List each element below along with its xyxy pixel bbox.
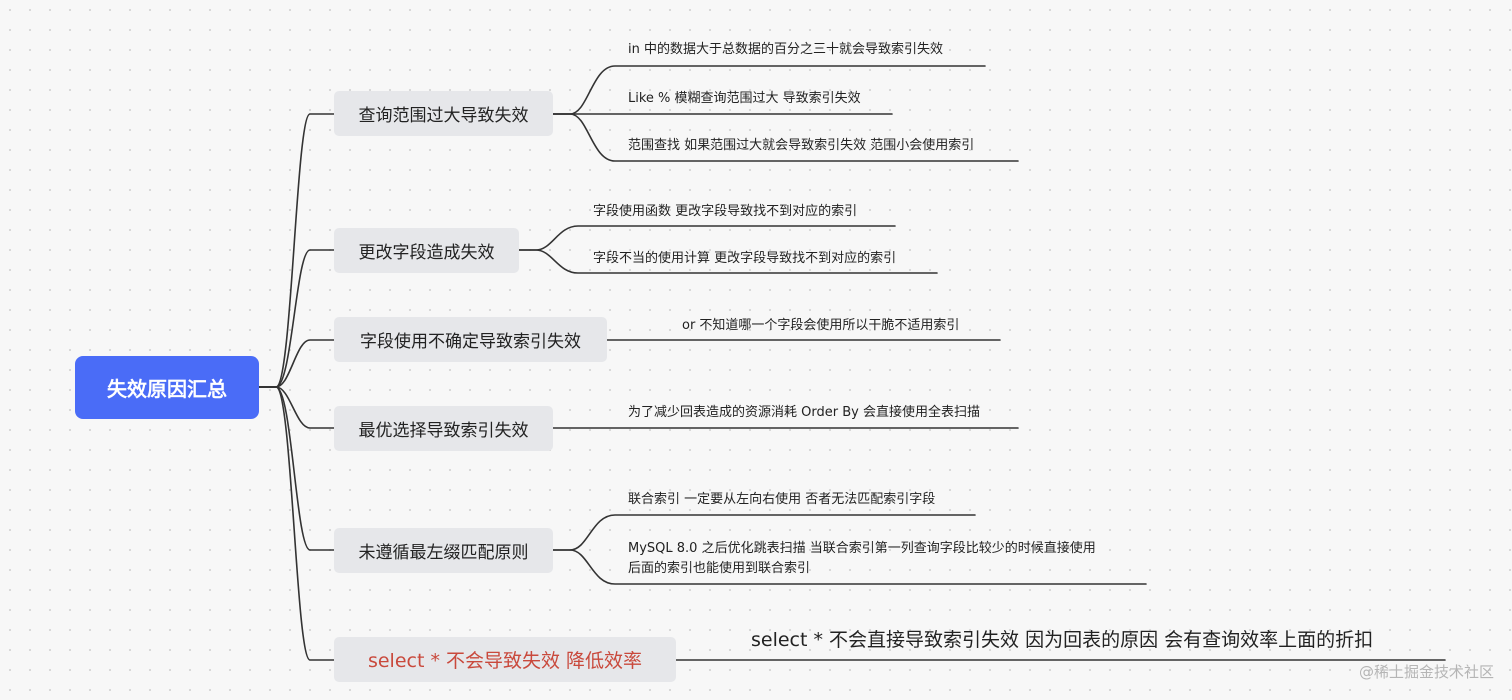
branch-node-query-range[interactable]: 查询范围过大导致失效: [334, 91, 553, 136]
leaf-text: 字段使用函数 更改字段导致找不到对应的索引: [593, 204, 858, 219]
connector-root-branch-5: [258, 386, 335, 551]
connector-b1-leaf-3: [552, 113, 1019, 162]
leaf-composite-index-order[interactable]: 联合索引 一定要从左向右使用 否者无法匹配索引字段: [628, 490, 935, 510]
watermark: @稀土掘金技术社区: [1358, 663, 1494, 681]
leaf-mysql8-skip-scan[interactable]: MySQL 8.0 之后优化跳表扫描 当联合索引第一列查询字段比较少的时候直接使…: [628, 539, 1096, 579]
leaf-in-clause[interactable]: in 中的数据大于总数据的百分之三十就会导致索引失效: [628, 40, 943, 60]
leaf-text: 字段不当的使用计算 更改字段导致找不到对应的索引: [593, 251, 897, 266]
leaf-text: or 不知道哪一个字段会使用所以干脆不适用索引: [682, 318, 960, 333]
root-node[interactable]: 失效原因汇总: [75, 356, 259, 419]
branch-label: 未遵循最左缀匹配原则: [358, 543, 529, 563]
connector-b2-leaf-1: [518, 225, 896, 251]
connector-root-branch-2: [258, 249, 335, 388]
branch-label: 最优选择导致索引失效: [358, 421, 529, 441]
leaf-text: 范围查找 如果范围过大就会导致索引失效 范围小会使用索引: [628, 138, 975, 153]
branch-node-leftmost-prefix[interactable]: 未遵循最左缀匹配原则: [334, 528, 553, 573]
leaf-text: 为了减少回表造成的资源消耗 Order By 会直接使用全表扫描: [628, 405, 980, 420]
branch-label: 字段使用不确定导致索引失效: [360, 332, 581, 352]
root-label: 失效原因汇总: [107, 377, 227, 401]
leaf-text: Like % 模糊查询范围过大 导致索引失效: [628, 91, 861, 106]
leaf-text: 联合索引 一定要从左向右使用 否者无法匹配索引字段: [628, 492, 936, 507]
branch-label: 查询范围过大导致失效: [358, 106, 529, 126]
branch-node-uncertain-field[interactable]: 字段使用不确定导致索引失效: [334, 317, 607, 362]
leaf-like-fuzzy[interactable]: Like % 模糊查询范围过大 导致索引失效: [628, 89, 861, 109]
connector-b5-leaf-2: [552, 549, 1147, 585]
leaf-field-function[interactable]: 字段使用函数 更改字段导致找不到对应的索引: [593, 202, 857, 222]
leaf-text: in 中的数据大于总数据的百分之三十就会导致索引失效: [628, 42, 943, 57]
leaf-range-search[interactable]: 范围查找 如果范围过大就会导致索引失效 范围小会使用索引: [628, 136, 974, 156]
connector-root-branch-6: [258, 386, 335, 661]
branch-node-select-star[interactable]: select * 不会导致失效 降低效率: [334, 637, 676, 682]
leaf-order-by[interactable]: 为了减少回表造成的资源消耗 Order By 会直接使用全表扫描: [628, 403, 980, 423]
connector-root-branch-4: [258, 386, 335, 429]
leaf-text-line-1: MySQL 8.0 之后优化跳表扫描 当联合索引第一列查询字段比较少的时候直接使…: [628, 541, 1096, 556]
leaf-text: select * 不会直接导致索引失效 因为回表的原因 会有查询效率上面的折扣: [751, 629, 1374, 651]
leaf-select-star-explanation[interactable]: select * 不会直接导致索引失效 因为回表的原因 会有查询效率上面的折扣: [751, 628, 1373, 652]
connector-b2-leaf-2: [518, 249, 938, 274]
leaf-field-calculation[interactable]: 字段不当的使用计算 更改字段导致找不到对应的索引: [593, 249, 896, 269]
leaf-text-line-2: 后面的索引也能使用到联合索引: [628, 561, 811, 576]
connector-root-branch-3: [258, 339, 335, 388]
connector-root-branch-1: [258, 113, 335, 388]
leaf-or-clause[interactable]: or 不知道哪一个字段会使用所以干脆不适用索引: [682, 316, 959, 336]
branch-node-optimal-choice[interactable]: 最优选择导致索引失效: [334, 406, 553, 451]
branch-label: select * 不会导致失效 降低效率: [367, 650, 643, 672]
branch-label: 更改字段造成失效: [358, 243, 495, 263]
branch-node-field-change[interactable]: 更改字段造成失效: [334, 228, 519, 273]
